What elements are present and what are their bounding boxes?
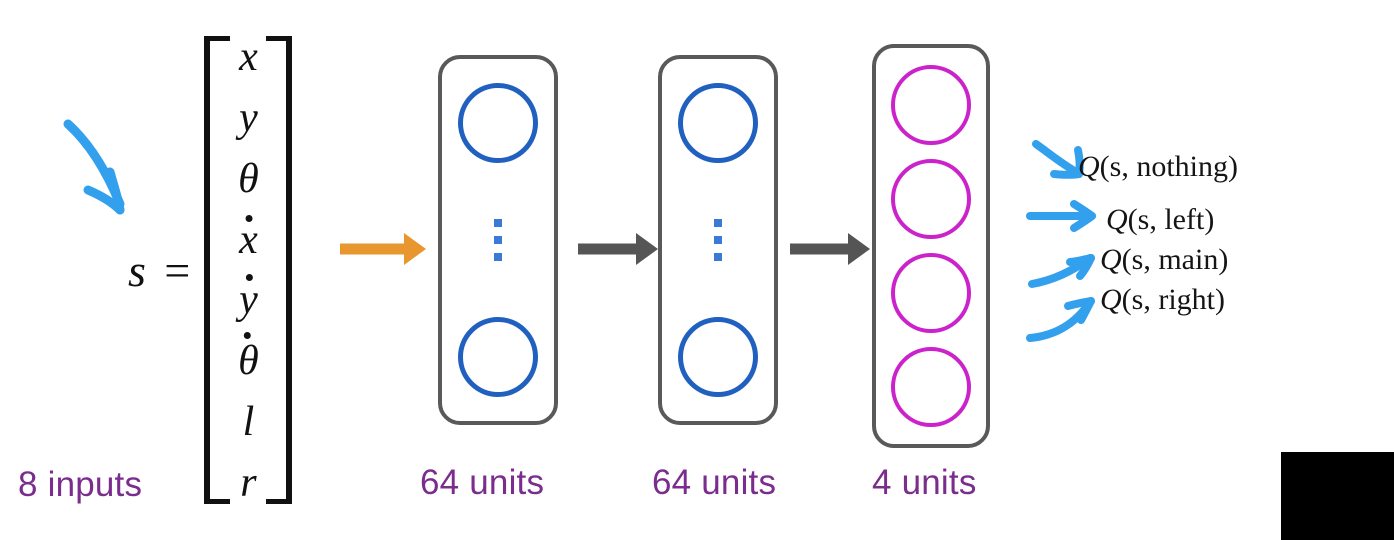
q-label-left: Q(s, left)	[1106, 203, 1214, 237]
q-label-nothing: Q(s, nothing)	[1078, 150, 1238, 184]
arrow-hidden2-to-output	[790, 232, 870, 266]
hidden-layer-1-node-2	[458, 317, 538, 397]
arrow-shaft	[340, 243, 406, 255]
vector-entry-y: y	[239, 94, 258, 141]
q-args: (s, main)	[1121, 243, 1229, 276]
state-equation-lhs: s =	[128, 244, 195, 296]
vector-entry-xdot: x	[239, 214, 258, 263]
q-symbol: Q	[1100, 283, 1122, 316]
q-args: (s, left)	[1127, 203, 1215, 236]
output-arrow-main	[1028, 254, 1095, 288]
arrow-hidden1-to-hidden2	[578, 232, 658, 266]
vector-entry-ydot: y	[226, 274, 270, 321]
arrow-shaft	[578, 243, 638, 255]
arrow-head-icon	[636, 233, 658, 265]
black-overlay-rect	[1281, 452, 1394, 540]
state-vector-matrix: x y θ x y θ l r	[204, 30, 293, 510]
arrow-head-icon	[848, 233, 870, 265]
dot-accent-icon	[244, 332, 252, 340]
state-vector-group: s = x y θ x y θ l r	[128, 0, 293, 540]
output-arrow-right	[1026, 297, 1095, 342]
output-layer-node-2	[891, 159, 971, 239]
state-pointer-arrow	[63, 119, 125, 215]
bracket-left-icon	[204, 36, 231, 504]
dot-accent-icon	[246, 214, 254, 222]
bracket-right-icon	[266, 36, 293, 504]
q-label-main: Q(s, main)	[1100, 243, 1228, 277]
caption-8-inputs: 8 inputs	[18, 465, 143, 504]
state-vector-entries: x y θ x y θ l r	[220, 36, 276, 504]
vector-entry-theta: θ	[238, 155, 259, 202]
dot-accent-icon	[246, 274, 254, 282]
q-label-right: Q(s, right)	[1100, 283, 1225, 317]
q-symbol: Q	[1078, 150, 1100, 183]
arrow-shaft	[790, 243, 850, 255]
output-arrow-left	[1026, 200, 1096, 232]
q-args: (s, right)	[1121, 283, 1225, 316]
arrow-head-icon	[404, 233, 426, 265]
vector-entry-thetadot: θ	[226, 332, 270, 382]
hidden-layer-2-node-1	[678, 83, 758, 163]
output-layer-node-3	[891, 253, 971, 333]
caption-hidden-layer-2: 64 units	[652, 463, 777, 502]
output-arrow-nothing	[1032, 140, 1084, 179]
caption-output-layer: 4 units	[872, 463, 977, 502]
hidden-layer-2-node-2	[678, 317, 758, 397]
vector-entry-x: x	[239, 34, 258, 80]
arrow-input-to-hidden1	[340, 232, 426, 266]
q-symbol: Q	[1100, 243, 1122, 276]
q-args: (s, nothing)	[1099, 150, 1238, 183]
caption-hidden-layer-1: 64 units	[420, 463, 545, 502]
hidden-layer-1-ellipsis-icon	[494, 219, 502, 261]
vector-entry-l: l	[242, 399, 255, 446]
hidden-layer-1-box	[438, 55, 558, 425]
output-layer-node-4	[891, 347, 971, 427]
hidden-layer-2-ellipsis-icon	[714, 219, 722, 261]
hidden-layer-2-box	[658, 55, 778, 425]
output-layer-box	[872, 44, 990, 448]
output-layer-node-1	[891, 65, 971, 145]
vector-entry-r: r	[240, 459, 257, 506]
hidden-layer-1-node-1	[458, 83, 538, 163]
q-symbol: Q	[1106, 203, 1128, 236]
